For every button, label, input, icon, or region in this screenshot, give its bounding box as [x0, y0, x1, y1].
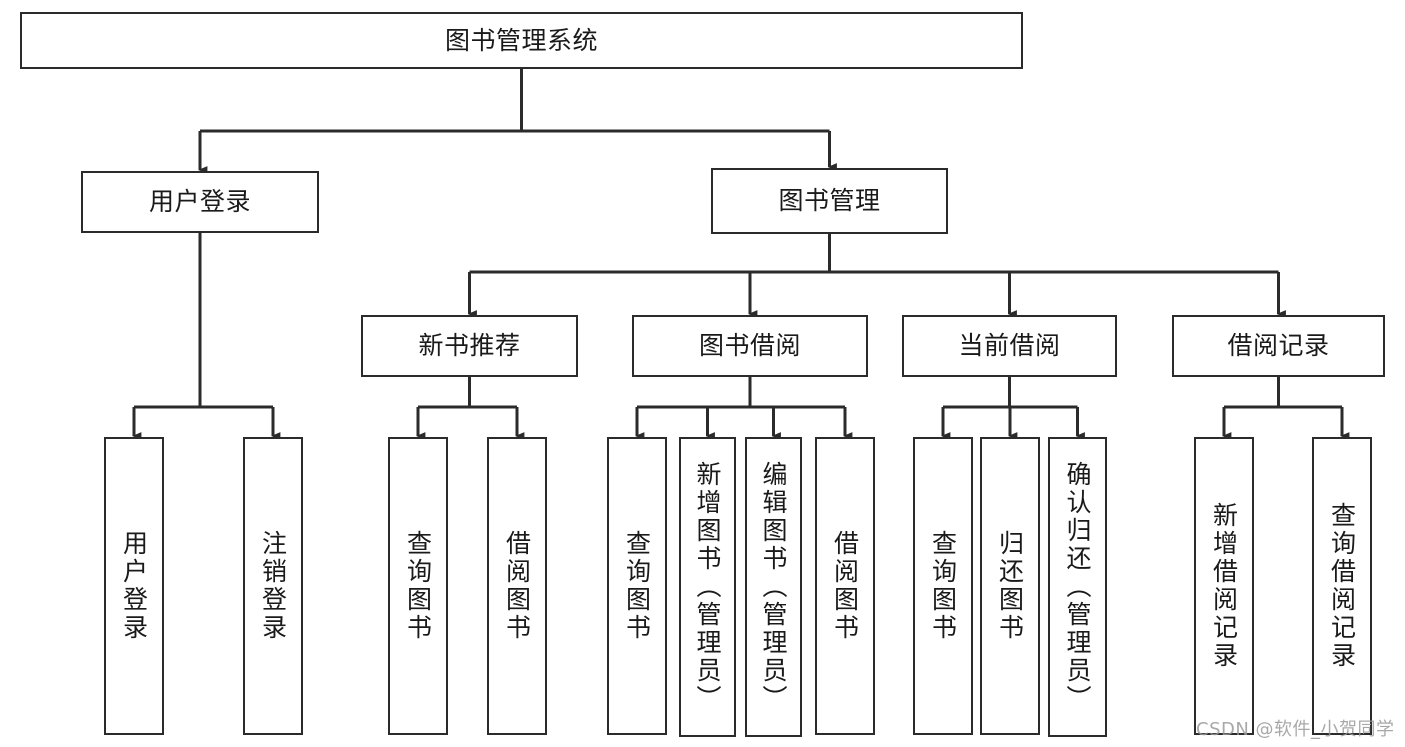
node-root[interactable]: 图书管理系统	[20, 12, 1023, 69]
node-leaf-query-book-2[interactable]: 查询图书	[607, 437, 667, 735]
node-leaf-return-book[interactable]: 归还图书	[980, 437, 1040, 735]
node-record[interactable]: 借阅记录	[1172, 315, 1385, 377]
node-label-leaf-borrow-book-1: 借阅图书	[502, 530, 532, 642]
watermark-label: CSDN @软件_小贺同学	[1196, 719, 1395, 740]
node-label-bookmgmt: 图书管理	[778, 186, 881, 216]
node-newbook[interactable]: 新书推荐	[361, 315, 578, 377]
node-label-leaf-user-login: 用户登录	[119, 530, 149, 642]
node-label-leaf-user-logout: 注销登录	[258, 530, 288, 642]
node-label-leaf-add-record: 新增借阅记录	[1209, 502, 1239, 670]
node-label-leaf-edit-book: 编辑图书（管理员）	[759, 461, 788, 713]
node-label-leaf-query-book-2: 查询图书	[622, 530, 652, 642]
node-label-root: 图书管理系统	[444, 25, 598, 55]
node-bookmgmt[interactable]: 图书管理	[711, 168, 948, 234]
node-leaf-edit-book[interactable]: 编辑图书（管理员）	[745, 437, 802, 737]
node-label-leaf-confirm-return: 确认归还（管理员）	[1063, 461, 1092, 713]
node-leaf-confirm-return[interactable]: 确认归还（管理员）	[1048, 437, 1107, 737]
node-leaf-user-login[interactable]: 用户登录	[104, 437, 164, 735]
node-borrow[interactable]: 图书借阅	[632, 315, 868, 377]
node-leaf-query-record[interactable]: 查询借阅记录	[1312, 437, 1372, 735]
node-leaf-add-record[interactable]: 新增借阅记录	[1194, 437, 1254, 735]
node-login[interactable]: 用户登录	[81, 171, 319, 233]
node-leaf-borrow-book-1[interactable]: 借阅图书	[487, 437, 547, 735]
node-label-leaf-return-book: 归还图书	[995, 530, 1025, 642]
node-label-leaf-query-record: 查询借阅记录	[1327, 502, 1357, 670]
node-label-leaf-query-book-1: 查询图书	[403, 530, 433, 642]
node-label-current: 当前借阅	[958, 331, 1061, 361]
node-leaf-user-logout[interactable]: 注销登录	[243, 437, 303, 735]
node-leaf-borrow-book-2[interactable]: 借阅图书	[815, 437, 875, 735]
node-leaf-query-book-1[interactable]: 查询图书	[388, 437, 448, 735]
node-label-leaf-query-book-3: 查询图书	[928, 530, 958, 642]
node-label-borrow: 图书借阅	[698, 331, 801, 361]
node-leaf-add-book[interactable]: 新增图书（管理员）	[679, 437, 736, 737]
node-label-leaf-add-book: 新增图书（管理员）	[693, 461, 722, 713]
node-current[interactable]: 当前借阅	[902, 315, 1117, 377]
node-leaf-query-book-3[interactable]: 查询图书	[913, 437, 973, 735]
node-label-newbook: 新书推荐	[418, 331, 521, 361]
node-label-leaf-borrow-book-2: 借阅图书	[830, 530, 860, 642]
node-label-record: 借阅记录	[1227, 331, 1330, 361]
node-label-login: 用户登录	[148, 187, 251, 217]
